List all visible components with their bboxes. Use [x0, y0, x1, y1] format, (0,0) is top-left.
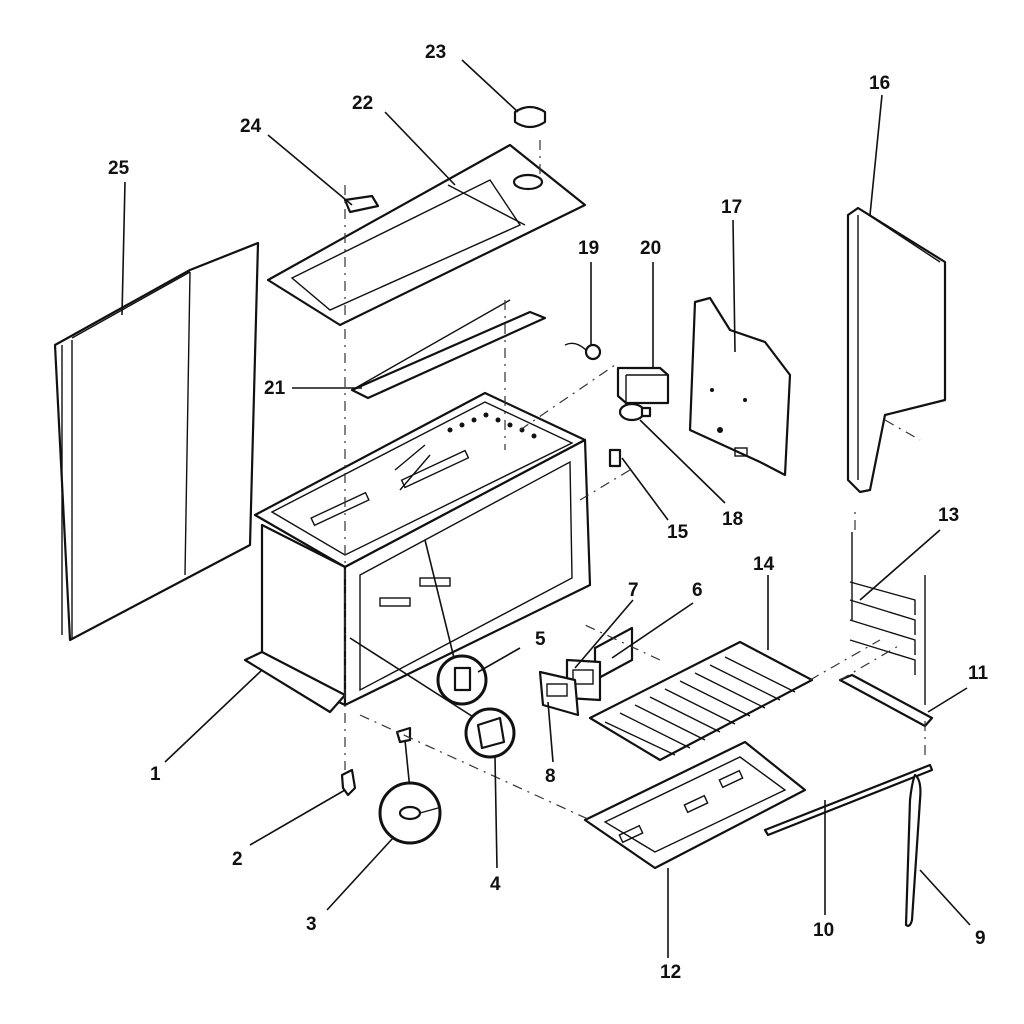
callout-23: 23: [425, 42, 446, 63]
callout-4: 4: [490, 874, 501, 895]
part-13-wire-guard: [849, 532, 926, 705]
leader-lines: [121, 59, 971, 958]
part-24-clip: [343, 194, 380, 214]
projection-lines: [344, 140, 926, 821]
part-5-detail: [424, 539, 488, 706]
callout-15: 15: [667, 522, 689, 543]
callout-10: 10: [813, 920, 834, 941]
part-22-top-cover: [266, 143, 587, 327]
part-12-base-tray: [583, 740, 807, 870]
callout-17: 17: [721, 197, 742, 218]
callout-14: 14: [753, 554, 775, 575]
callout-6: 6: [692, 580, 703, 601]
callout-12: 12: [660, 962, 681, 983]
part-11-end-rail: [838, 673, 934, 728]
part-19-grommet: [564, 342, 602, 361]
callout-24: 24: [240, 116, 262, 137]
part-2-clip: [340, 768, 357, 797]
callout-25: 25: [108, 158, 130, 179]
part-25-side-panel: [53, 241, 260, 642]
callout-5: 5: [535, 629, 546, 650]
part-23-cap: [513, 105, 547, 129]
callout-18: 18: [722, 509, 743, 530]
callout-7: 7: [628, 580, 639, 601]
callout-11: 11: [968, 663, 989, 684]
callout-13: 13: [938, 505, 959, 526]
part-20-box-bracket: [616, 366, 670, 405]
part-14-rack: [588, 640, 814, 762]
part-21-rail: [350, 299, 547, 400]
callout-2: 2: [232, 849, 243, 870]
part-3-detail: [378, 726, 442, 845]
callout-20: 20: [640, 238, 661, 259]
callout-22: 22: [352, 93, 373, 114]
callout-8: 8: [545, 766, 556, 787]
part-9-trim: [904, 773, 922, 927]
part-4-detail: [349, 637, 516, 759]
callout-21: 21: [264, 378, 286, 399]
callout-1: 1: [150, 764, 161, 785]
part-15-clip: [608, 448, 622, 468]
part-10-strip: [763, 763, 934, 837]
callout-19: 19: [578, 238, 599, 259]
callout-9: 9: [975, 928, 986, 949]
part-8-bracket: [538, 670, 580, 717]
callout-3: 3: [306, 914, 317, 935]
callout-16: 16: [869, 73, 890, 94]
part-16-back-panel: [846, 206, 947, 494]
callout-labels: 1 2 3 4 5 6 7 8 9 10 11 12 13 14 15 16 1…: [108, 42, 989, 983]
part-18-lamp: [618, 402, 652, 422]
part-1-cabinet: [243, 391, 592, 714]
part-17-control-panel: [688, 296, 792, 477]
